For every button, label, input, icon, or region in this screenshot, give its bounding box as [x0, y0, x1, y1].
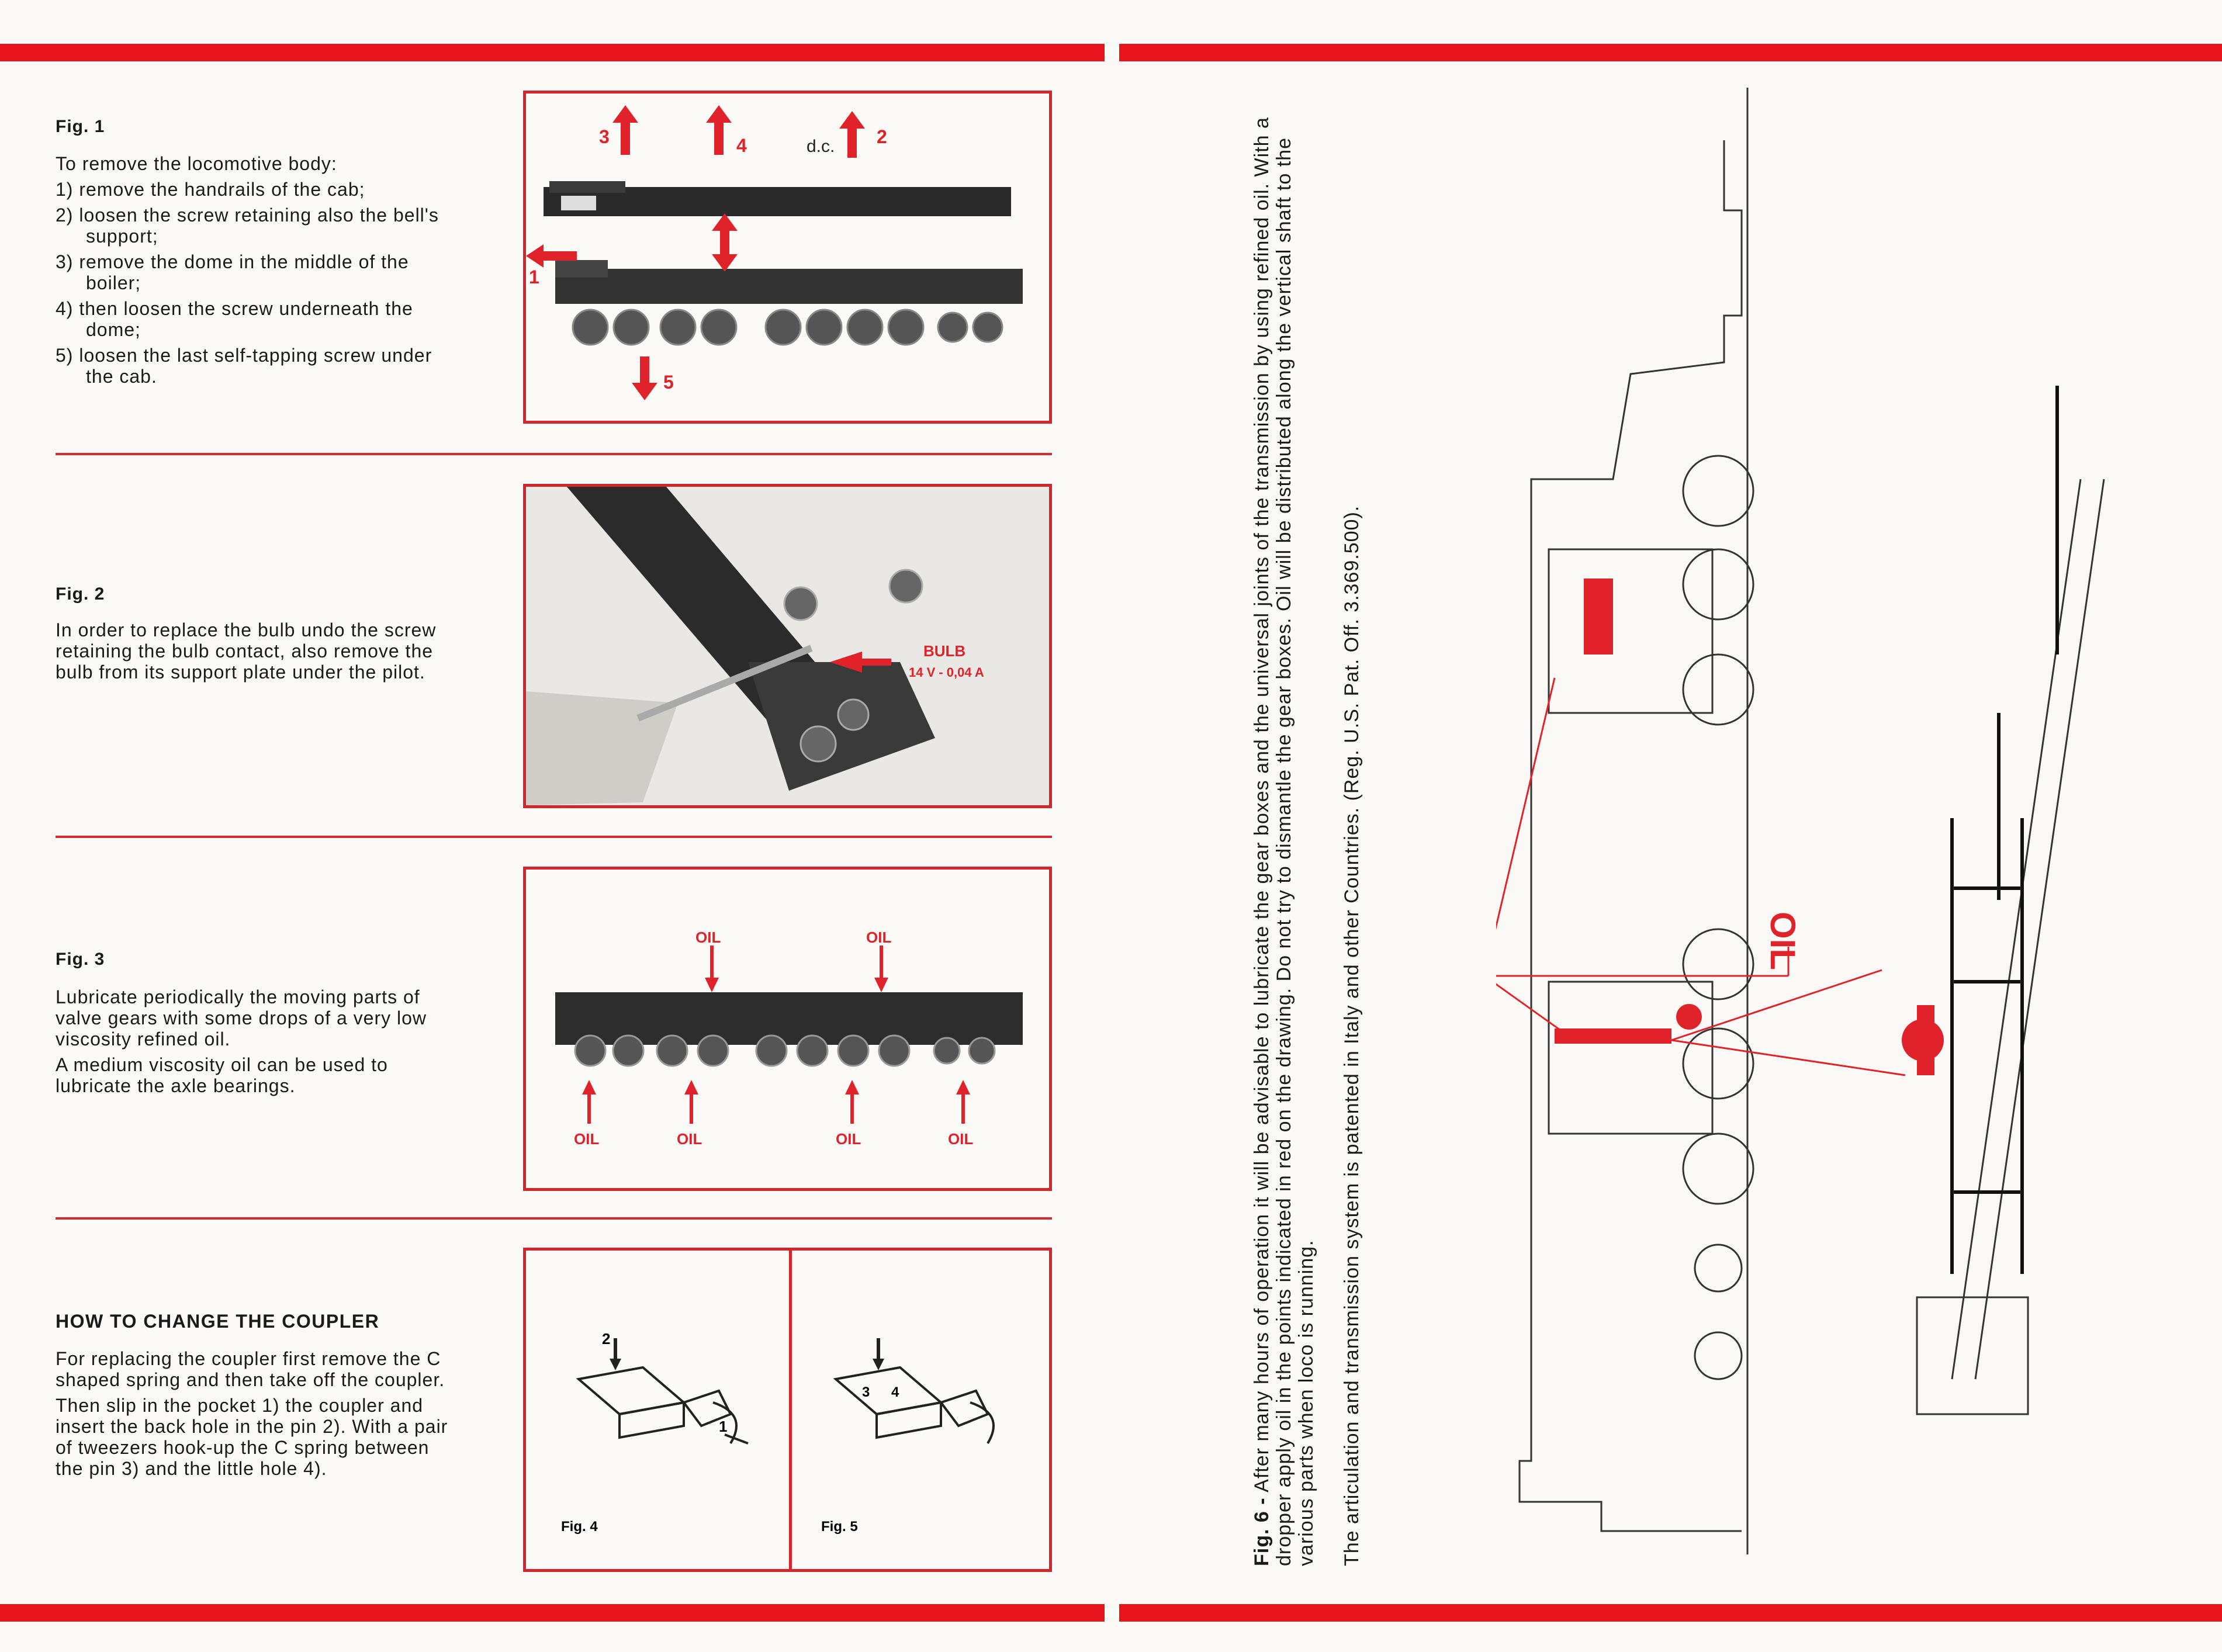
separator-2	[56, 836, 1052, 838]
svg-text:2: 2	[602, 1330, 610, 1348]
coupler-figures-frame: 2 1 3 4 Fig. 4 Fig. 5	[523, 1248, 1052, 1572]
fig6-label: Fig. 6 -	[1251, 1497, 1273, 1566]
fig3-text: Lubricate periodically the moving parts …	[56, 986, 459, 1101]
fig2-frame: BULB 14 V - 0,04 A	[523, 484, 1052, 808]
callout-3: 3	[599, 126, 610, 147]
callout-5: 5	[663, 372, 674, 393]
fig3-label: Fig. 3	[56, 950, 105, 969]
fig3-text-1: Lubricate periodically the moving parts …	[56, 986, 427, 1050]
fig1-locomotive-illustration: 1 2 3 4 5 d.c.	[526, 105, 1023, 400]
fig2-label: Fig. 2	[56, 584, 105, 604]
separator-1	[56, 453, 1052, 455]
dc-label: d.c.	[807, 137, 835, 156]
fig4-fig5-divider	[789, 1251, 792, 1569]
fig1-intro: To remove the locomotive body:	[56, 153, 337, 174]
fig3-oil-points-illustration: OIL OIL OIL OIL OIL OIL	[555, 929, 1023, 1148]
coupler-heading: HOW TO CHANGE THE COUPLER	[56, 1311, 380, 1332]
fig1-step-3: 3) remove the dome in the middle of the …	[56, 251, 409, 293]
oil-label-bottom-2: OIL	[677, 1130, 702, 1148]
oil-label-bottom-1: OIL	[574, 1130, 599, 1148]
fig1-step-5: 5) loosen the last self-tapping screw un…	[56, 345, 432, 387]
coupler-illustrations: 2 1 3 4 Fig. 4 Fig. 5	[561, 1330, 995, 1535]
bottom-red-bar-right	[1119, 1604, 2222, 1622]
separator-3	[56, 1217, 1052, 1220]
fig1-step-4: 4) then loosen the screw underneath the …	[56, 298, 413, 340]
svg-text:1: 1	[719, 1418, 727, 1435]
fig2-bulb-photo: BULB 14 V - 0,04 A	[526, 487, 1049, 805]
fig5-label: Fig. 5	[821, 1519, 858, 1535]
top-red-bar-left	[0, 44, 1105, 61]
fig3-text-2: A medium viscosity oil can be used to lu…	[56, 1054, 388, 1096]
coupler-text: For replacing the coupler first remove t…	[56, 1348, 459, 1484]
coupler-text-1: For replacing the coupler first remove t…	[56, 1348, 445, 1390]
fig6-transmission-drawing: OIL	[1496, 88, 2105, 1554]
bulb-label: BULB	[923, 642, 965, 660]
coupler-text-2: Then slip in the pocket 1) the coupler a…	[56, 1395, 448, 1479]
oil-label-bottom-4: OIL	[948, 1130, 973, 1148]
fig1-step-1: 1) remove the handrails of the cab;	[56, 179, 365, 200]
fig4-label: Fig. 4	[561, 1519, 598, 1535]
fig1-step-2: 2) loosen the screw retaining also the b…	[56, 205, 439, 247]
oil-label-top-1: OIL	[695, 929, 721, 946]
fig6-text: After many hours of operation it will be…	[1251, 117, 1317, 1566]
fig2-text: In order to replace the bulb undo the sc…	[56, 619, 437, 683]
svg-text:4: 4	[891, 1384, 899, 1400]
fig1-label: Fig. 1	[56, 117, 105, 136]
oil-label-top-2: OIL	[866, 929, 891, 946]
callout-2: 2	[877, 126, 887, 147]
fig1-instructions: To remove the locomotive body: 1) remove…	[56, 153, 459, 392]
svg-text:3: 3	[862, 1384, 870, 1400]
callout-1: 1	[529, 266, 539, 288]
oil-label-bottom-3: OIL	[836, 1130, 861, 1148]
fig1-frame: 1 2 3 4 5 d.c.	[523, 91, 1052, 424]
callout-4: 4	[736, 135, 747, 156]
fig6-oil-label: OIL	[1763, 912, 1802, 970]
fig3-frame: OIL OIL OIL OIL OIL OIL	[523, 867, 1052, 1191]
bottom-red-bar-left	[0, 1604, 1105, 1622]
top-red-bar-right	[1119, 44, 2222, 61]
fig6-patent-note: The articulation and transmission system…	[1341, 505, 1363, 1566]
bulb-spec: 14 V - 0,04 A	[909, 665, 984, 680]
